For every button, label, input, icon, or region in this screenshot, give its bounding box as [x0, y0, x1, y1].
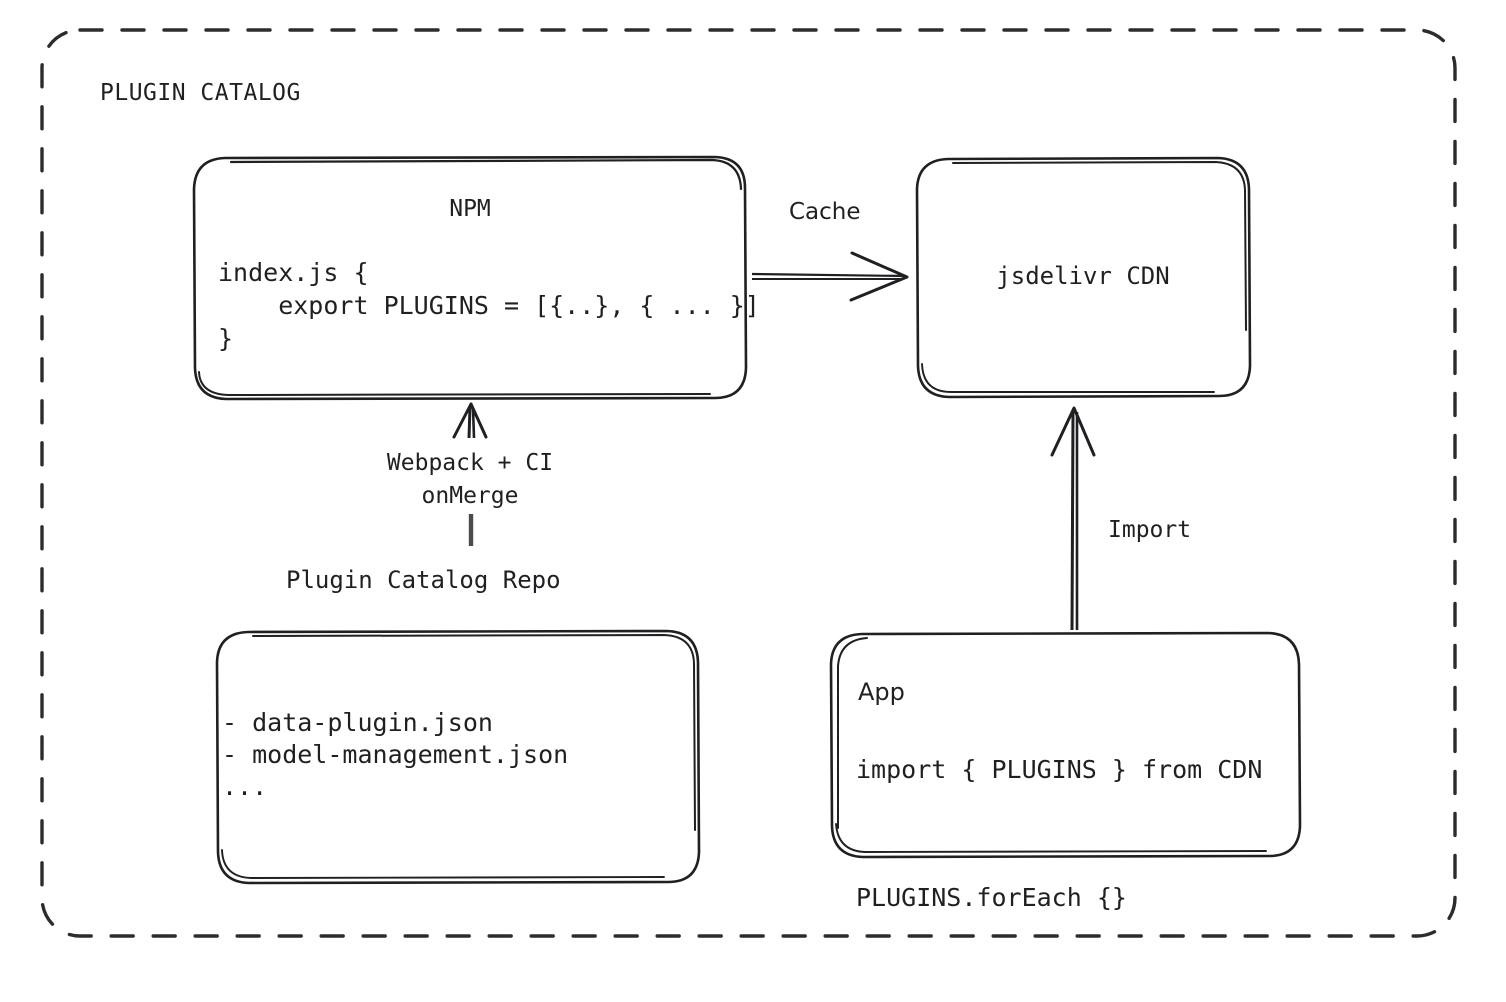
cdn-node-title: jsdelivr CDN [996, 262, 1170, 290]
import-arrow [1050, 406, 1096, 631]
repo-node-file-list: - data-plugin.json - model-management.js… [222, 708, 569, 801]
webpack-edge-label: Webpack + CI onMerge [386, 450, 554, 509]
app-node-title: App [858, 678, 905, 706]
repo-node-caption: Plugin Catalog Repo [286, 566, 561, 594]
app-node-code: import { PLUGINS } from CDN PLUGINS.forE… [856, 755, 1263, 912]
cache-edge-label: Cache [789, 199, 861, 225]
import-edge-label: Import [1108, 517, 1192, 543]
npm-node-title: NPM [449, 196, 491, 222]
cache-arrow [751, 251, 909, 302]
npm-node-code: index.js { export PLUGINS = [{..}, { ...… [218, 258, 760, 353]
plugin-catalog-title: PLUGIN CATALOG [100, 80, 301, 106]
